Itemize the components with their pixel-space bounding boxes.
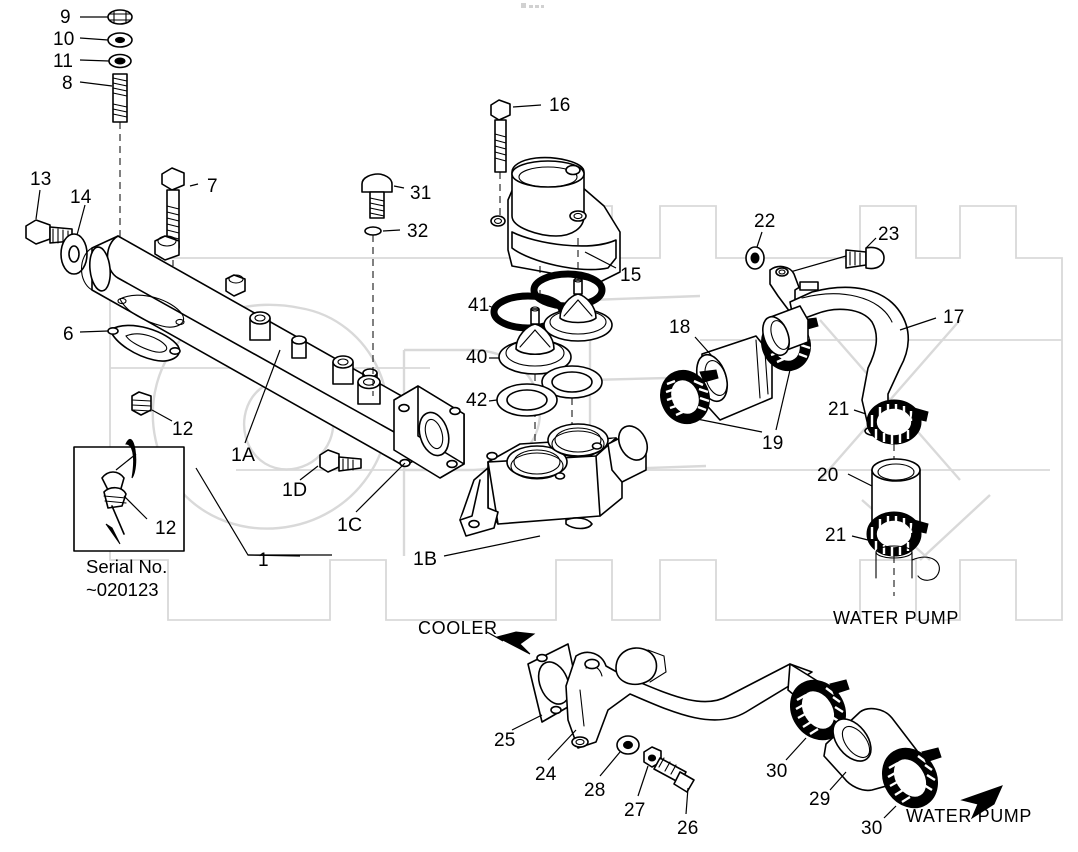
hose-clamp-21-lower (851, 511, 940, 596)
serial-note-line2: ~020123 (86, 578, 159, 600)
callout-10: 10 (53, 29, 75, 50)
caption-cooler: COOLER (418, 618, 498, 638)
callout-19: 19 (762, 433, 784, 454)
callout-1C: 1C (337, 514, 363, 536)
caption-water-pump-upper: WATER PUMP (833, 608, 959, 628)
callout-1A: 1A (231, 444, 256, 466)
callout-9: 9 (60, 7, 71, 28)
callout-28: 28 (584, 780, 606, 801)
callout-22: 22 (754, 211, 776, 232)
callout-16: 16 (549, 95, 571, 116)
cooler-arrow (486, 631, 536, 655)
gasket-42-front (488, 383, 558, 417)
callout-8: 8 (62, 73, 73, 94)
hose-clamp-19-left (660, 369, 763, 433)
callout-30-right: 30 (861, 818, 883, 839)
cooler-pipe-24 (547, 647, 813, 761)
caption-water-pump-lower: WATER PUMP (906, 806, 1032, 826)
callout-18: 18 (669, 317, 691, 338)
gasket-42-rear (541, 365, 603, 436)
water-pump-arrow-bottom (960, 785, 1003, 820)
washer-22 (745, 231, 765, 270)
hose-clamp-30-left (785, 679, 850, 761)
callout-42: 42 (466, 390, 488, 411)
callout-14: 14 (70, 187, 92, 208)
callout-21-upper: 21 (828, 399, 850, 420)
callout-12-inset: 12 (155, 518, 177, 539)
callout-40: 40 (466, 347, 488, 368)
water-pipe-17 (762, 286, 937, 437)
thermostat-40-rear (543, 277, 613, 342)
callout-30-left: 30 (766, 761, 788, 782)
callout-31: 31 (410, 183, 432, 204)
callout-15: 15 (620, 265, 642, 286)
bolt-16 (490, 99, 542, 218)
callout-7: 7 (207, 176, 218, 197)
top-artifact (521, 3, 544, 8)
serial-note-line1: Serial No. (86, 556, 168, 577)
callout-20: 20 (817, 465, 839, 486)
callout-1: 1 (258, 550, 269, 571)
washer-14 (60, 204, 88, 275)
hose-clamp-21-upper (853, 399, 929, 460)
callout-32: 32 (407, 221, 429, 242)
callout-21-lower: 21 (825, 525, 847, 546)
bolt-26 (653, 757, 695, 815)
flange-1C (355, 385, 465, 513)
washer-32 (364, 226, 401, 396)
callout-25: 25 (494, 730, 516, 751)
callout-27: 27 (624, 800, 646, 821)
callout-41: 41 (468, 295, 490, 316)
callout-23: 23 (878, 224, 900, 245)
callout-1B: 1B (413, 548, 438, 570)
fastener-stack-top (107, 9, 133, 248)
serial-note: Serial No. ~020123 (86, 556, 167, 601)
washer-28 (599, 735, 640, 777)
bolt-31 (361, 173, 405, 219)
thermostat-cover-15 (490, 156, 621, 298)
callout-29: 29 (809, 789, 831, 810)
leader-lines-top (79, 16, 113, 87)
plug-12 (131, 391, 173, 422)
callout-24: 24 (535, 764, 557, 785)
bolt-1D (299, 449, 362, 481)
bolt-7 (161, 167, 199, 266)
water-manifold (79, 235, 465, 557)
bolt-13 (25, 189, 73, 245)
callout-1D: 1D (282, 479, 308, 501)
callout-17: 17 (943, 307, 965, 328)
callout-11: 11 (53, 51, 74, 72)
callout-6: 6 (63, 324, 74, 345)
callout-13: 13 (30, 169, 52, 190)
callout-12-plug: 12 (172, 419, 194, 440)
thermostat-housing-1B (443, 423, 649, 557)
callout-26: 26 (677, 818, 699, 839)
inset-box-12 (73, 439, 185, 552)
hose-clamp-30-right (882, 747, 942, 819)
